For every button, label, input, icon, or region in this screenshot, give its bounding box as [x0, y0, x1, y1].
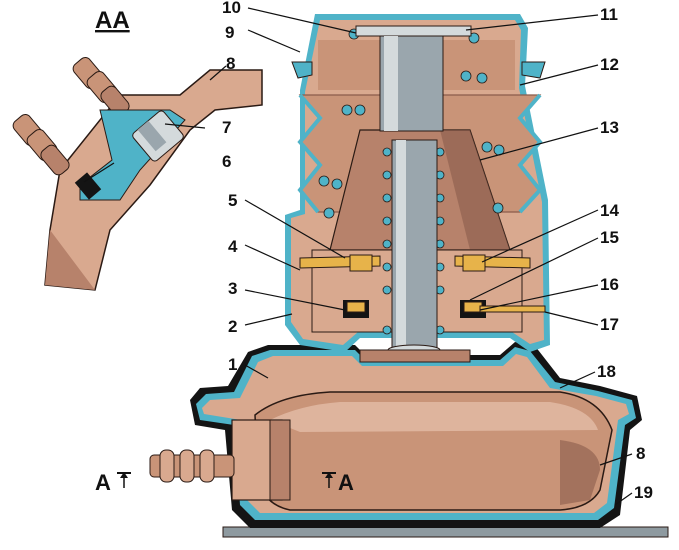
diaphragm-shadow: [560, 440, 600, 505]
inset-upper-fitting: [72, 57, 130, 117]
inset-housing-shade: [45, 230, 95, 290]
callout-9: 9: [225, 23, 234, 42]
callout-8-bottom: 8: [636, 444, 645, 463]
callout-4: 4: [228, 237, 238, 256]
diaphragm-highlight: [270, 402, 598, 432]
valve-plate-upper: [299, 254, 531, 272]
push-rod: [355, 25, 472, 356]
inlet-fitting: [149, 449, 235, 483]
inset-lower-fitting: [12, 114, 70, 176]
callout-2: 2: [228, 317, 237, 336]
base-plate: [222, 526, 669, 538]
callout-13: 13: [600, 118, 619, 137]
callout-7: 7: [222, 118, 231, 137]
top-flange-left: [291, 61, 313, 79]
section-mark-left: А: [95, 470, 111, 495]
callout-19: 19: [634, 483, 653, 502]
callout-18: 18: [597, 362, 616, 381]
rod-seat: [359, 349, 471, 363]
callout-6: 6: [222, 152, 231, 171]
callout-15: 15: [600, 228, 619, 247]
callout-5: 5: [228, 191, 237, 210]
spring-cone-shade: [440, 130, 510, 250]
callout-17: 17: [600, 315, 619, 334]
inset-housing: [44, 69, 263, 291]
inlet-block-face: [269, 419, 291, 501]
section-mark-right: А: [338, 470, 354, 495]
callout-11: 11: [600, 5, 618, 24]
callout-12: 12: [600, 55, 619, 74]
section-arrows: [117, 472, 336, 488]
callout-3: 3: [228, 279, 237, 298]
outer-spring: [318, 28, 505, 219]
leader-lines: [83, 7, 633, 506]
callout-8-top: 8: [226, 54, 235, 73]
inset-valve-element: [132, 110, 184, 162]
return-spring: [382, 147, 445, 335]
section-title: АА: [95, 7, 130, 34]
valve-plate-lower: [343, 300, 546, 318]
callout-10: 10: [222, 0, 241, 17]
section-aa-inset: [12, 57, 263, 291]
callout-1: 1: [228, 355, 237, 374]
callout-14: 14: [600, 201, 619, 220]
main-chamber: [149, 14, 669, 538]
top-flange-right: [521, 61, 546, 79]
callout-16: 16: [600, 275, 619, 294]
inset-seal: [74, 172, 102, 200]
